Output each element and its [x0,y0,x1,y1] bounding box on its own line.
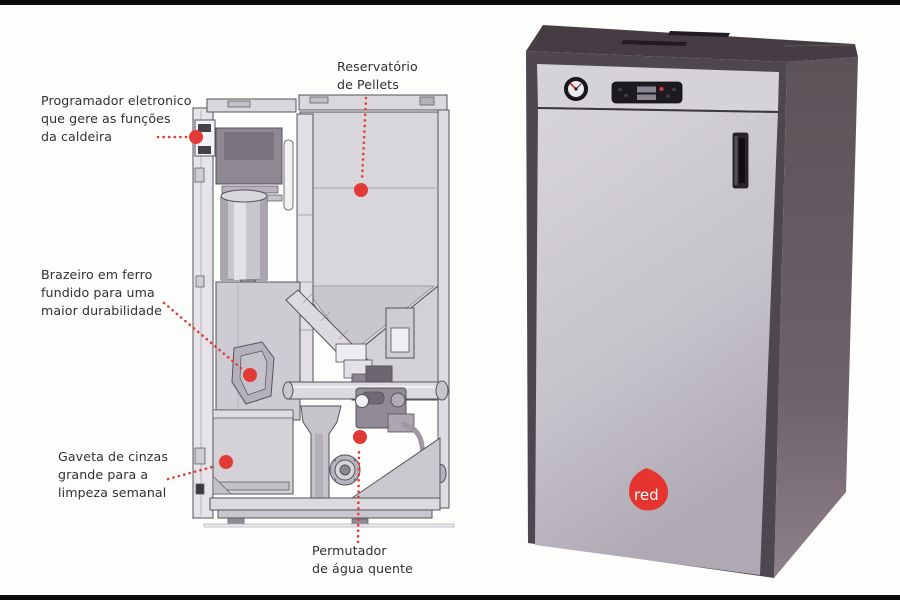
label-line: grande para a [58,467,149,482]
control-electronics [365,307,415,383]
callout-dot-permutador [353,430,367,444]
panel-button[interactable] [672,87,676,92]
leader-permutador [356,447,361,544]
label-line: Brazeiro em ferro [41,267,153,282]
label-permutador: Permutador de água quente [312,542,413,578]
label-line: da caldeira [41,129,113,144]
boiler-top-face [526,25,858,62]
label-line: Permutador [312,543,387,558]
label-line: Reservatório [337,59,418,74]
callout-dot-programador [189,130,203,144]
label-gaveta: Gaveta de cinzas grande para a limpeza s… [58,448,168,502]
top-border-bar [0,0,900,5]
label-line: fundido para uma [41,285,155,300]
red-logo-text: red [634,486,659,504]
panel-button[interactable] [624,93,628,98]
pressure-gauge [564,77,588,101]
panel-button[interactable] [666,94,670,98]
top-handle-slot [621,40,687,46]
panel-seam [537,107,779,113]
heat-exchanger-cylinder [220,189,268,292]
control-panel[interactable] [611,81,683,104]
leader-gaveta [166,464,218,481]
leader-brazeiro [162,301,244,371]
ash-drawer [212,409,294,495]
callout-dot-brazeiro [243,368,257,382]
cabinet-top [206,94,448,113]
red-logo: red [629,468,668,511]
leader-reservatorio [360,96,368,183]
callout-dot-gaveta [219,455,233,469]
label-reservatorio: Reservatório de Pellets [337,58,418,94]
water-pump [329,454,361,486]
label-line: Programador eletronico [41,93,192,108]
label-line: que gere as funções [41,111,171,126]
top-handle-slot [668,31,730,37]
label-line: de água quente [312,561,413,576]
panel-button[interactable] [618,87,622,92]
display-window [637,86,656,93]
label-line: limpeza semanal [58,485,167,500]
status-led [659,87,664,91]
label-line: de Pellets [337,77,399,92]
label-brazeiro: Brazeiro em ferro fundido para uma maior… [41,266,162,320]
front-door[interactable] [535,107,778,575]
label-line: maior durabilidade [41,303,162,318]
callout-dot-reservatorio [354,183,368,197]
programmer-box [194,119,216,157]
cabinet-left-panel [192,107,214,519]
door-handle[interactable] [732,132,749,189]
cabinet-base [203,497,455,528]
label-programador: Programador eletronico que gere as funçõ… [41,92,192,146]
bottom-border-bar [0,595,900,600]
boiler-side-face [774,57,858,578]
display-window [637,94,656,100]
label-line: Gaveta de cinzas [58,449,168,464]
